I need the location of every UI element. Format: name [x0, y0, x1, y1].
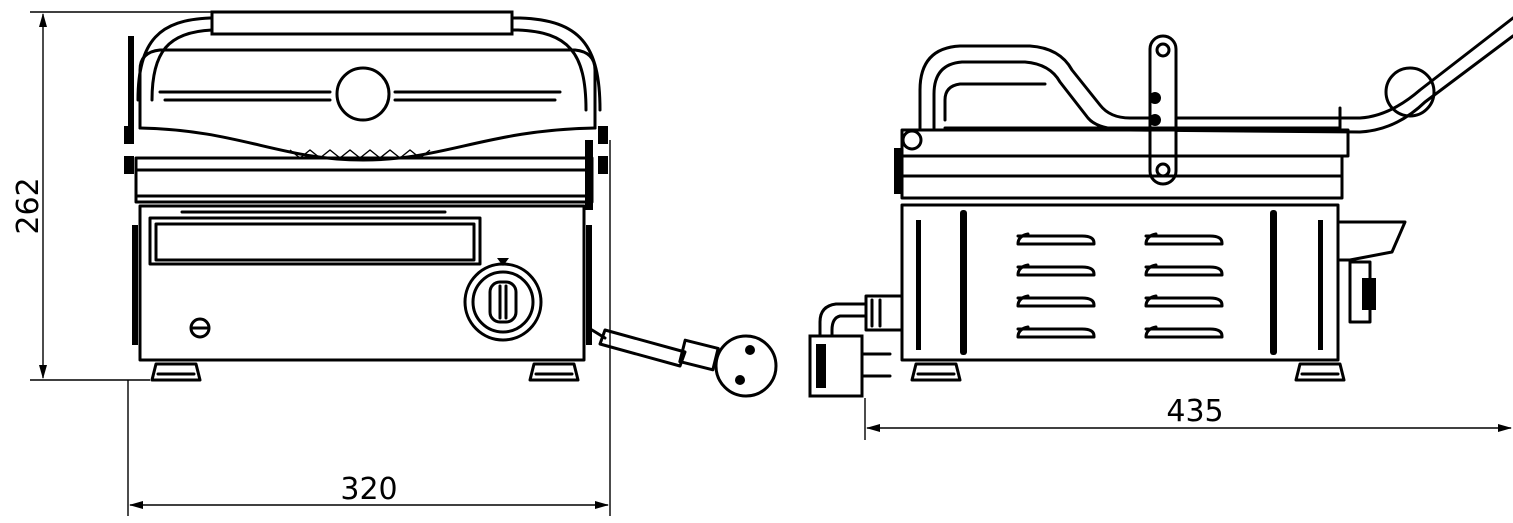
side-plates — [894, 106, 1350, 200]
lid-badge-circle — [335, 66, 391, 122]
front-view: 262 320 — [11, 10, 778, 516]
front-feet — [150, 362, 580, 382]
side-drip-cup — [1338, 220, 1407, 324]
dimension-height: 262 — [11, 11, 215, 381]
plug-head — [714, 334, 778, 398]
front-power-cord — [590, 328, 778, 398]
side-hinge-bracket — [901, 34, 1178, 186]
front-base — [132, 204, 592, 362]
side-view: 435 — [808, 16, 1513, 440]
side-feet — [910, 362, 1346, 382]
front-drip-tray — [148, 216, 482, 266]
side-handle — [918, 16, 1513, 134]
front-lower-plate — [134, 140, 594, 210]
side-power-cord — [808, 294, 904, 398]
dimension-depth: 435 — [864, 394, 1512, 440]
front-upper-lid — [124, 48, 608, 174]
depth-label: 435 — [1166, 394, 1223, 429]
side-base — [900, 203, 1340, 362]
dimension-width: 320 — [127, 140, 611, 516]
side-vents — [1016, 232, 1224, 339]
thermostat-knob — [463, 258, 543, 342]
height-label: 262 — [11, 177, 46, 234]
width-label: 320 — [340, 472, 397, 507]
